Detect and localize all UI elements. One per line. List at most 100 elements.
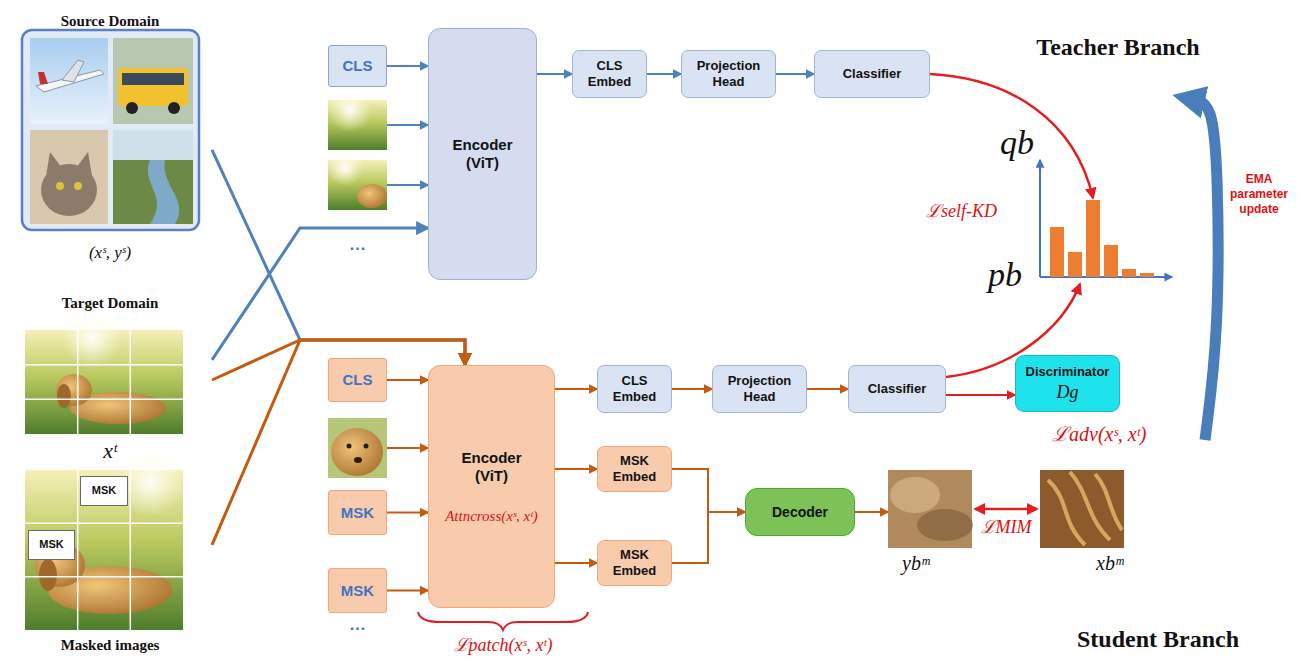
histogram-bar	[1068, 252, 1082, 277]
token-box: CLS	[328, 45, 387, 87]
panel-rect	[9, 286, 211, 664]
original-patch	[1040, 470, 1124, 548]
dog-nose	[354, 457, 362, 463]
box-label: Encoder (ViT)	[452, 449, 532, 485]
box-label: MSK Embed	[603, 453, 666, 484]
branch-panel: Teacher BranchCLSEncoder (ViT)CLS EmbedP…	[243, 8, 1296, 310]
flow-arrow	[387, 512, 428, 514]
patch-grid	[25, 470, 183, 630]
bus-body	[118, 68, 188, 106]
panel-outline	[8, 5, 212, 272]
histogram-bar	[1050, 227, 1064, 277]
decoder-box: Decoder	[745, 488, 855, 536]
ellipsis: ...	[336, 236, 380, 254]
encoder-box: Encoder (ViT)Attncross(xˢ, xᵗ)	[428, 365, 555, 608]
histogram-bar	[1104, 245, 1118, 277]
discriminator-box: DiscriminatorDg	[1015, 355, 1120, 412]
loss-label: ℒself-KD	[926, 198, 997, 222]
panel-outline	[8, 285, 212, 665]
panel-rect	[9, 6, 211, 271]
cat-ear	[76, 152, 92, 176]
loss-arrow	[975, 508, 1037, 511]
mask-token-box: MSK	[28, 530, 75, 560]
blur-blob	[917, 509, 973, 541]
reconstructed-patch	[888, 470, 972, 548]
histogram-axis	[1039, 160, 1041, 277]
panel-text: Target Domain	[8, 295, 212, 312]
sunlight	[62, 308, 122, 368]
box-label: MSK	[341, 582, 374, 600]
box-label: Decoder	[772, 504, 828, 521]
flow-arrow	[672, 388, 712, 390]
airplane-photo	[30, 38, 108, 124]
loss-label: ℒpatch(xˢ, xᵗ)	[420, 632, 586, 656]
encoder-box: Encoder (ViT)	[428, 28, 537, 280]
dog-ear	[39, 559, 57, 591]
panel-text: (xˢ, yˢ)	[8, 243, 212, 263]
flow-arrow	[387, 65, 428, 67]
patch-arrow	[387, 447, 428, 449]
loss-label: ℒMIM	[966, 514, 1046, 538]
flow-arrow	[946, 394, 1015, 396]
process-box: CLS Embed	[572, 50, 647, 98]
domain-panel: Source Domain(xˢ, yˢ)	[8, 5, 212, 272]
dog-eye	[364, 444, 369, 449]
math-symbol: ybᵐ	[902, 552, 929, 575]
airplane-wing	[62, 60, 84, 82]
river-sky	[113, 130, 193, 160]
cat-eye	[74, 182, 82, 190]
panel-rect	[244, 9, 1295, 309]
bus-windows	[122, 73, 184, 85]
image-patch	[328, 418, 387, 478]
river-photo	[113, 130, 193, 224]
panel-text: Masked images	[8, 637, 212, 654]
output-arrow	[855, 511, 888, 513]
process-box: MSK Embed	[597, 446, 672, 492]
airplane-tail	[38, 72, 48, 84]
sunlight	[328, 88, 372, 132]
cat-ear	[46, 152, 62, 176]
flow-arrow	[1195, 100, 1218, 440]
bus-wheel	[126, 102, 138, 114]
box-label: MSK	[39, 538, 63, 551]
box-label: Classifier	[868, 381, 927, 397]
box-label: Discriminator	[1026, 364, 1110, 380]
box-label: Dg	[1057, 382, 1079, 404]
process-box: Projection Head	[681, 50, 776, 98]
dog-eye	[347, 444, 352, 449]
box-label: Projection Head	[687, 58, 770, 89]
process-box: Projection Head	[712, 365, 807, 413]
histogram-bar	[1122, 269, 1136, 277]
patch-arrow	[387, 124, 428, 126]
branch-panel: Student BranchCLSMSKMSKEncoder (ViT)Attn…	[243, 322, 1296, 665]
loss-label: ℒadv(xˢ, xᵗ)	[1052, 420, 1147, 447]
cat-photo	[30, 130, 108, 224]
histogram-bar	[1086, 200, 1100, 277]
box-label: Projection Head	[718, 373, 801, 404]
flow-arrow	[672, 469, 745, 512]
cat-eye	[56, 182, 64, 190]
flow-arrow	[672, 512, 745, 563]
mask-token-box: MSK	[80, 476, 128, 506]
box-label: MSK	[92, 484, 116, 497]
dog-ear	[57, 384, 71, 408]
process-box: MSK Embed	[597, 540, 672, 586]
box-label: CLS	[343, 371, 373, 389]
process-box: Classifier	[848, 365, 946, 413]
sunlight	[327, 150, 363, 186]
dog-fur	[357, 184, 387, 208]
math-symbol: xbᵐ	[1096, 552, 1123, 575]
flow-arrow	[537, 73, 572, 75]
flow-arrow	[776, 73, 814, 75]
bus-photo	[113, 38, 193, 124]
blur-blob	[890, 477, 940, 513]
patch-arrow	[387, 184, 428, 186]
math-symbol: pb	[988, 256, 1022, 294]
box-label: MSK Embed	[603, 547, 666, 578]
fur-strokes	[1048, 472, 1122, 545]
token-box: CLS	[328, 358, 387, 402]
box-label: MSK	[341, 504, 374, 522]
token-box: MSK	[328, 490, 387, 535]
panel-text: xᵗ	[8, 438, 212, 464]
box-label: CLS Embed	[603, 373, 666, 404]
